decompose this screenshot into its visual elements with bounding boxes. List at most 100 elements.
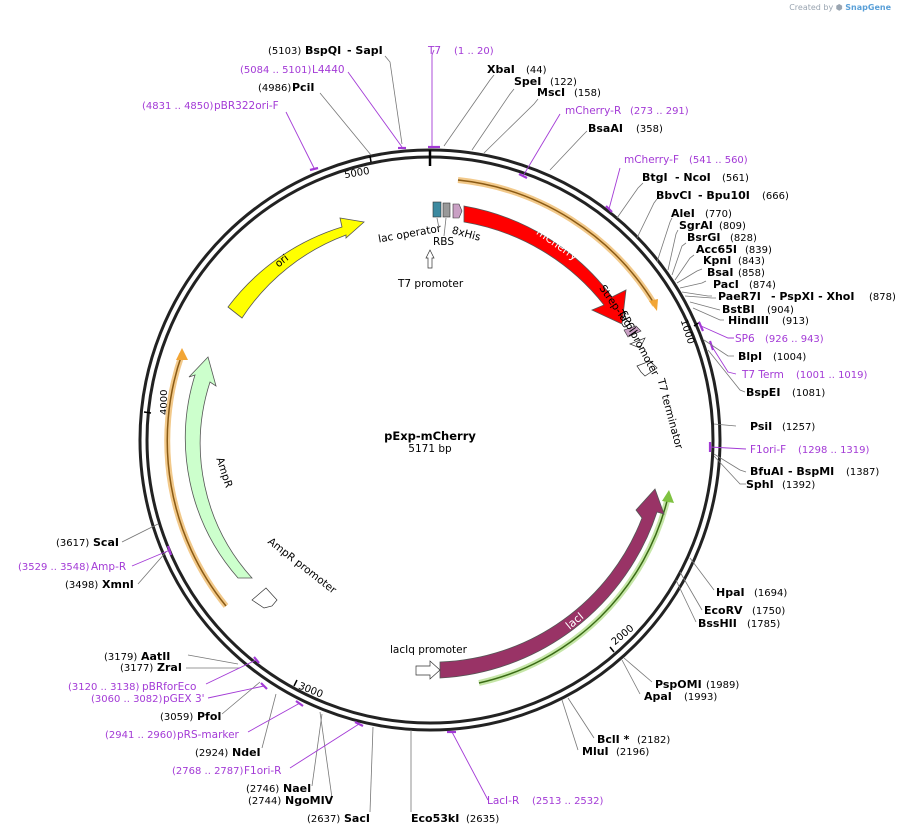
enzyme-paer7i-extra: - PspXI - XhoI	[771, 290, 854, 303]
primer-mcherry-r: mCherry-R	[565, 105, 621, 117]
enzyme-pos-zrai: (3177)	[120, 663, 153, 674]
laciq-promoter-arrow	[415, 660, 441, 680]
primer-f1ori-f: F1ori-F	[750, 444, 786, 456]
enzyme-saci: SacI	[344, 812, 370, 825]
enzyme-pos-bsshii: (1785)	[747, 619, 780, 630]
enzyme-pos-naei: (2746)	[246, 784, 279, 795]
enzyme-pos-sphi: (1392)	[782, 480, 815, 491]
primer-pos-mcherry-f: (541 .. 560)	[689, 155, 748, 166]
enzyme-bspqi: BspQI	[305, 44, 341, 57]
enzyme-ndei: NdeI	[232, 746, 261, 759]
strep-tag-box	[623, 325, 642, 338]
enzyme-bsrgi: BsrGI	[687, 231, 720, 244]
laci-arrow	[439, 488, 665, 679]
enzyme-pos-bsai: (858)	[738, 268, 765, 279]
tick-3000	[293, 679, 298, 687]
enzyme-aatii: AatII	[141, 650, 170, 663]
ampr-label: AmpR	[213, 456, 234, 490]
enzyme-pos-acc65i: (839)	[745, 245, 772, 256]
tick-4000	[143, 411, 152, 414]
plasmid-size: 5171 bp	[408, 443, 452, 455]
enzyme-pos-pfoi: (3059)	[160, 712, 193, 723]
enzyme-bfuai: BfuAI	[750, 465, 784, 478]
enzyme-pfoi: PfoI	[197, 710, 222, 723]
primer-pos-pbr322ori: (4831 .. 4850)	[142, 101, 214, 112]
enzyme-pos-bsaai: (358)	[636, 124, 663, 135]
primer-pbr322ori: pBR322ori-F	[214, 100, 279, 112]
ampr-promoter-arrow	[251, 587, 278, 609]
enzyme-apai: ApaI	[644, 690, 672, 703]
enzyme-alei: AleI	[671, 207, 695, 220]
enzyme-bsai: BsaI	[707, 266, 733, 279]
primer-pos-mcherry-r: (273 .. 291)	[630, 106, 689, 117]
enzyme-pos-psii: (1257)	[782, 422, 815, 433]
enzyme-pos-spei: (122)	[550, 77, 577, 88]
primer-pos-t7: (1 .. 20)	[454, 46, 494, 57]
tick-label-4000: 4000	[159, 390, 170, 415]
enzyme-pos-pspomi: (1989)	[706, 680, 739, 691]
primer-pbrforeco: pBRforEco	[142, 681, 196, 693]
enzyme-pos-paci: (874)	[749, 280, 776, 291]
primer-l4440: L4440	[312, 64, 345, 76]
enzyme-pos-pcii: (4986)	[258, 83, 291, 94]
ampr-promoter-label: AmpR promoter	[265, 536, 339, 597]
enzyme-bstbi: BstBI	[722, 303, 755, 316]
primer-leaders	[131, 49, 747, 801]
rbs-label: RBS	[433, 236, 454, 248]
enzyme-sphi: SphI	[746, 478, 774, 491]
enzyme-sgrai: SgrAI	[679, 219, 713, 232]
enzyme-pos-hpai: (1694)	[754, 588, 787, 599]
enzyme-pos-hindiii: (913)	[782, 316, 809, 327]
primer-pos-laci-r: (2513 .. 2532)	[532, 796, 604, 807]
enzyme-pos-saci: (2637)	[307, 814, 340, 825]
plasmid-name: pExp-mCherry	[384, 429, 476, 443]
tick-label-1000: 1000	[678, 318, 696, 346]
primer-pos-sp6: (926 .. 943)	[765, 334, 824, 345]
snapgene-logo-icon: ⬢	[835, 3, 843, 12]
enzyme-pos-eco53ki: (2635)	[466, 814, 499, 825]
enzyme-blpi: BlpI	[738, 350, 762, 363]
enzyme-naei: NaeI	[283, 782, 311, 795]
snapgene-credit: Created by ⬢ SnapGene	[789, 3, 891, 12]
tick-5000	[369, 155, 372, 163]
enzyme-pos-bfuai: (1387)	[846, 467, 879, 478]
enzyme-btgi-extra: - NcoI	[675, 171, 711, 184]
enzyme-pos-blpi: (1004)	[773, 352, 806, 363]
tick-2000	[609, 646, 615, 653]
enzyme-msci: MscI	[537, 86, 565, 99]
primer-pos-prs-marker: (2941 .. 2960)	[105, 730, 177, 741]
enzyme-bsshii: BssHII	[698, 617, 737, 630]
primer-pos-amp-r: (3529 .. 3548)	[18, 562, 90, 573]
enzyme-pos-bbvci: (666)	[762, 191, 789, 202]
t7-terminator-label: T7 terminator	[654, 376, 685, 451]
enzyme-btgi: BtgI	[642, 171, 668, 184]
enzyme-pos-ndei: (2924)	[195, 748, 228, 759]
enzyme-pspomi: PspOMI	[655, 678, 702, 691]
enzyme-bspei: BspEI	[746, 386, 780, 399]
enzyme-pos-bspqi: (5103)	[268, 46, 301, 57]
primer-pos-l4440: (5084 .. 5101)	[240, 65, 312, 76]
enzyme-pos-paer7i: (878)	[869, 292, 896, 303]
enzyme-bcli: BclI *	[597, 733, 630, 746]
enzyme-bspqi-extra: - SapI	[347, 44, 383, 57]
enzyme-pcii: PciI	[292, 81, 314, 94]
enzyme-pos-msci: (158)	[574, 88, 601, 99]
enzyme-pos-apai: (1993)	[684, 692, 717, 703]
enzyme-paer7i: PaeR7I	[718, 290, 761, 303]
enzyme-psii: PsiI	[750, 420, 772, 433]
enzyme-pos-mlui: (2196)	[616, 747, 649, 758]
enzyme-pos-bcli: (2182)	[637, 735, 670, 746]
enzyme-mlui: MluI	[582, 745, 609, 758]
enzyme-bbvci-extra: - Bpu10I	[698, 189, 750, 202]
enzyme-pos-xbai: (44)	[526, 65, 547, 76]
enzyme-xmni: XmnI	[102, 578, 134, 591]
sp6-promoter-arrow	[629, 337, 646, 349]
rbs-box	[442, 202, 451, 218]
enzyme-bbvci: BbvCI	[656, 189, 692, 202]
laciq-promoter-label: lacIq promoter	[390, 644, 468, 656]
enzyme-pos-btgi: (561)	[722, 173, 749, 184]
enzyme-pos-kpni: (843)	[738, 256, 765, 267]
enzyme-pos-bspei: (1081)	[792, 388, 825, 399]
primer-t7term: T7 Term	[741, 369, 784, 381]
primer-sp6: SP6	[735, 333, 755, 345]
